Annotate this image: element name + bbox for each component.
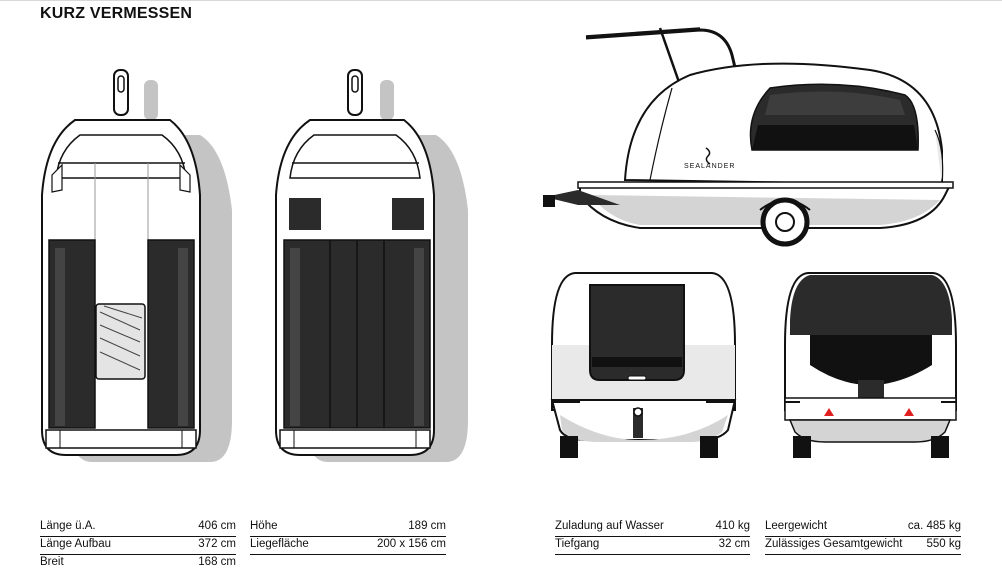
side-view: [543, 27, 954, 247]
front-view: [550, 272, 737, 458]
spec-value: 32 cm: [718, 538, 750, 550]
spec-value: 168 cm: [198, 556, 236, 568]
spec-row: Tiefgang 32 cm: [555, 537, 750, 555]
spec-value: 372 cm: [198, 538, 236, 550]
spec-row: Höhe 189 cm: [250, 519, 446, 537]
spec-row: Zulässiges Gesamtgewicht 550 kg: [765, 537, 961, 555]
spec-label: Zuladung auf Wasser: [555, 520, 664, 532]
spec-value: 200 x 156 cm: [376, 538, 446, 550]
top-view-bed: [275, 69, 468, 462]
spec-value: 189 cm: [408, 520, 446, 532]
sealander-logo: SEALANDER: [684, 163, 736, 170]
spec-value: 406 cm: [198, 520, 236, 532]
spec-label: Zulässiges Gesamtgewicht: [765, 538, 903, 550]
rear-view: [784, 272, 957, 458]
spec-row: Liegefläche 200 x 156 cm: [250, 537, 446, 555]
spec-label: Liegefläche: [250, 538, 309, 550]
spec-column-2: Höhe 189 cm Liegefläche 200 x 156 cm: [250, 519, 446, 555]
page-title: KURZ VERMESSEN: [40, 5, 193, 22]
spec-value: 410 kg: [715, 520, 750, 532]
spec-label: Tiefgang: [555, 538, 600, 550]
spec-label: Leergewicht: [765, 520, 828, 532]
spec-label: Breit: [40, 556, 64, 568]
top-divider: [0, 0, 1002, 1]
top-view-seating: [41, 69, 232, 462]
spec-label: Länge Aufbau: [40, 538, 111, 550]
spec-row: Leergewicht ca. 485 kg: [765, 519, 961, 537]
spec-row: Länge ü.A. 406 cm: [40, 519, 236, 537]
spec-column-1: Länge ü.A. 406 cm Länge Aufbau 372 cm Br…: [40, 519, 236, 572]
spec-row: Breit 168 cm: [40, 555, 236, 572]
spec-value: 550 kg: [926, 538, 961, 550]
spec-value: ca. 485 kg: [907, 520, 961, 532]
spec-row: Länge Aufbau 372 cm: [40, 537, 236, 555]
spec-label: Höhe: [250, 520, 278, 532]
spec-row: Zuladung auf Wasser 410 kg: [555, 519, 750, 537]
spec-column-4: Leergewicht ca. 485 kg Zulässiges Gesamt…: [765, 519, 961, 555]
spec-column-3: Zuladung auf Wasser 410 kg Tiefgang 32 c…: [555, 519, 750, 555]
spec-label: Länge ü.A.: [40, 520, 96, 532]
